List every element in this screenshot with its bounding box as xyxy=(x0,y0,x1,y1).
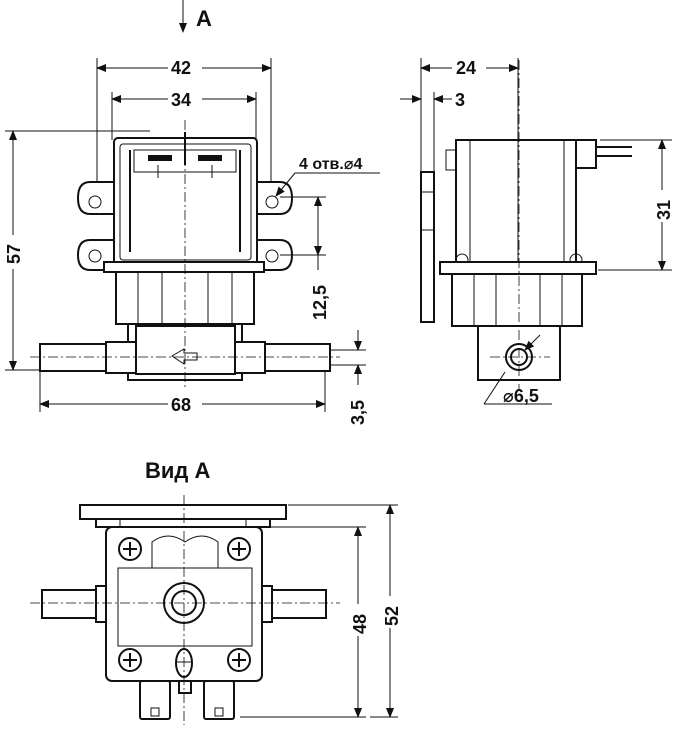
dim-coil-31: 31 xyxy=(598,139,674,271)
dim-height-57: 57 xyxy=(3,130,150,371)
pipe xyxy=(39,325,331,375)
terminals xyxy=(139,680,235,720)
dim-width-42: 42 xyxy=(96,54,272,78)
bottom-pipe xyxy=(41,585,327,623)
dim-width-34-text: 34 xyxy=(171,90,191,110)
side-view: 24 3 xyxy=(400,55,674,406)
dim-length-68-text: 68 xyxy=(171,395,191,415)
screw-bottom-left xyxy=(118,648,142,672)
dim-height-52-text: 52 xyxy=(382,606,402,626)
screw-top-left xyxy=(118,537,142,561)
dim-length-68: 68 xyxy=(39,372,326,415)
side-flange xyxy=(420,171,435,323)
screws xyxy=(118,537,251,672)
dim-holes-12-5-text: 12,5 xyxy=(310,285,330,320)
dim-outlet-6-5: ⌀6,5 xyxy=(483,334,552,406)
view-a-label: A xyxy=(196,6,212,31)
dim-pipe-3-5-text: 3,5 xyxy=(348,400,368,425)
dim-height-57-text: 57 xyxy=(4,244,24,264)
side-valve-body xyxy=(451,273,583,381)
dim-width-34: 34 xyxy=(111,86,257,110)
dim-coil-31-text: 31 xyxy=(654,200,674,220)
dim-height-48-text: 48 xyxy=(350,614,370,634)
coil-housing xyxy=(113,132,258,267)
screw-top-right xyxy=(227,537,251,561)
dim-holes-12-5: 12,5 xyxy=(280,196,330,320)
dim-pipe-3-5: 3,5 xyxy=(330,330,368,425)
dim-depth-24-text: 24 xyxy=(456,58,476,78)
holes-note: 4 отв.⌀4 xyxy=(275,156,380,197)
screw-bottom-right xyxy=(227,648,251,672)
side-coil xyxy=(439,139,632,275)
view-a-arrow: A xyxy=(179,0,212,33)
dim-height-52: 52 xyxy=(288,504,402,718)
dim-flange-3: 3 xyxy=(400,90,465,110)
dim-outlet-6-5-text: ⌀6,5 xyxy=(503,386,539,406)
dim-depth-24: 24 xyxy=(420,55,519,78)
dim-width-42-text: 42 xyxy=(171,58,191,78)
holes-note-text: 4 отв.⌀4 xyxy=(299,156,362,173)
bottom-view: Вид А xyxy=(30,458,402,725)
view-a-title: Вид А xyxy=(145,458,210,483)
dim-flange-3-text: 3 xyxy=(455,90,465,110)
front-view: A 42 34 57 xyxy=(3,0,380,425)
bottom-flange xyxy=(79,504,287,528)
dim-height-48: 48 xyxy=(240,526,370,718)
